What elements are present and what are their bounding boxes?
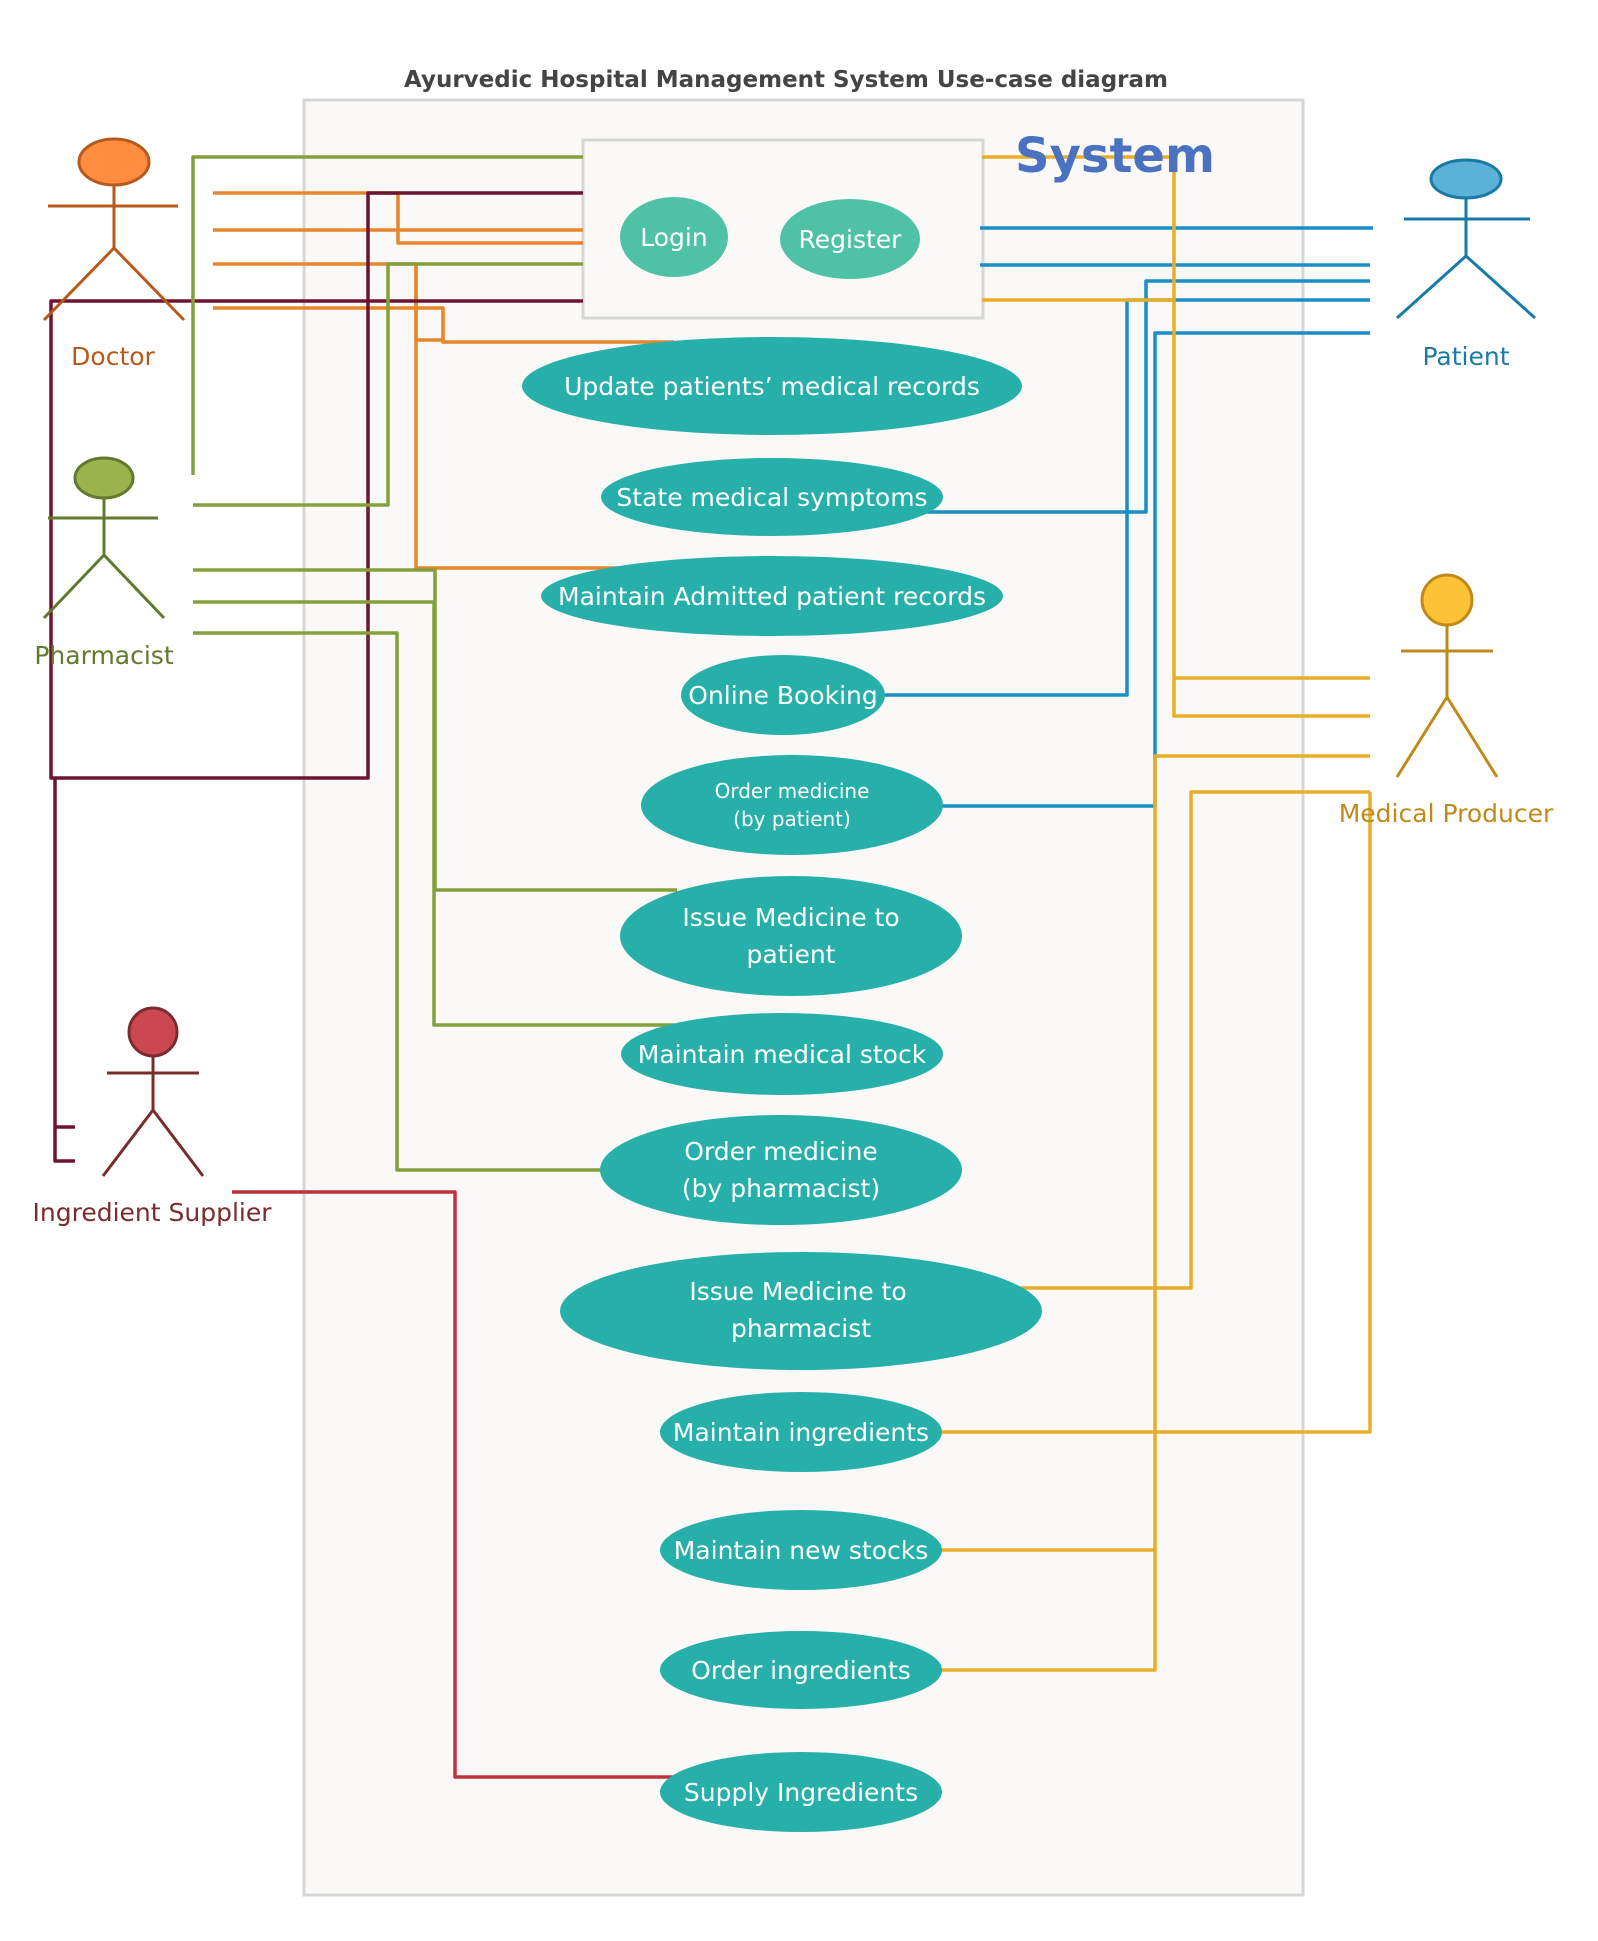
use-case-maintain-admitted[interactable]: Maintain Admitted patient records (541, 556, 1003, 636)
use-case-issue-medicine-patient[interactable]: Issue Medicine to patient (620, 876, 962, 996)
use-case-order-ingredients[interactable]: Order ingredients (660, 1631, 942, 1709)
actor-label: Patient (1422, 342, 1509, 371)
use-case-label: Maintain Admitted patient records (558, 582, 986, 611)
connection-lines (49, 155, 1373, 1779)
use-case-label: Issue Medicine to (682, 903, 899, 932)
use-case-label: patient (747, 940, 836, 969)
use-case-label: Issue Medicine to (689, 1277, 906, 1306)
use-case-label: Order ingredients (691, 1656, 911, 1685)
use-case-label: Login (640, 223, 707, 252)
use-case-label: Order medicine (684, 1137, 877, 1166)
use-case-label: Maintain new stocks (674, 1536, 929, 1565)
use-case-label: Maintain medical stock (638, 1040, 927, 1069)
diagram-title: Ayurvedic Hospital Management System Use… (404, 67, 1168, 93)
use-case-order-medicine-pharmacist[interactable]: Order medicine (by pharmacist) (600, 1115, 962, 1225)
use-case-label: Supply Ingredients (684, 1778, 918, 1807)
use-case-label: Online Booking (688, 681, 877, 710)
actor-doctor[interactable]: Doctor (42, 137, 186, 371)
use-case-order-medicine-patient[interactable]: Order medicine (by patient) (641, 755, 943, 855)
use-case-maintain-medical-stock[interactable]: Maintain medical stock (621, 1013, 943, 1095)
use-case-login[interactable]: Login (620, 197, 728, 277)
use-case-online-booking[interactable]: Online Booking (681, 655, 885, 735)
actor-pharmacist[interactable]: Pharmacist (34, 456, 174, 670)
actor-label: Ingredient Supplier (33, 1198, 273, 1227)
stick-figure-icon (1395, 573, 1499, 778)
use-case-update-records[interactable]: Update patients’ medical records (522, 337, 1022, 435)
use-case-maintain-new-stocks[interactable]: Maintain new stocks (660, 1510, 942, 1590)
use-case-register[interactable]: Register (780, 199, 920, 279)
use-case-issue-medicine-pharmacist[interactable]: Issue Medicine to pharmacist (560, 1252, 1042, 1370)
use-case-label: Register (799, 225, 903, 254)
stick-figure-icon (1395, 158, 1537, 320)
stick-figure-icon (42, 456, 166, 620)
actor-label: Pharmacist (34, 641, 173, 670)
use-case-state-symptoms[interactable]: State medical symptoms (601, 458, 943, 536)
actor-ingredient-supplier[interactable]: Ingredient Supplier (33, 1006, 273, 1227)
actor-medical-producer[interactable]: Medical Producer (1339, 573, 1554, 828)
use-case-label: Update patients’ medical records (564, 372, 980, 401)
actor-label: Medical Producer (1339, 799, 1554, 828)
stick-figure-icon (101, 1006, 205, 1177)
use-case-label: (by pharmacist) (682, 1174, 880, 1203)
use-case-label: (by patient) (733, 807, 851, 831)
use-case-label: State medical symptoms (616, 483, 927, 512)
actor-label: Doctor (71, 342, 155, 371)
use-case-label: pharmacist (731, 1314, 871, 1343)
use-cases: Login Register Update patients’ medical … (522, 197, 1042, 1832)
use-case-maintain-ingredients[interactable]: Maintain ingredients (660, 1392, 942, 1472)
stick-figure-icon (42, 137, 186, 322)
system-label: System (1015, 128, 1215, 184)
use-case-label: Order medicine (715, 779, 870, 803)
use-case-label: Maintain ingredients (673, 1418, 929, 1447)
use-case-supply-ingredients[interactable]: Supply Ingredients (660, 1752, 942, 1832)
actor-patient[interactable]: Patient (1395, 158, 1537, 371)
